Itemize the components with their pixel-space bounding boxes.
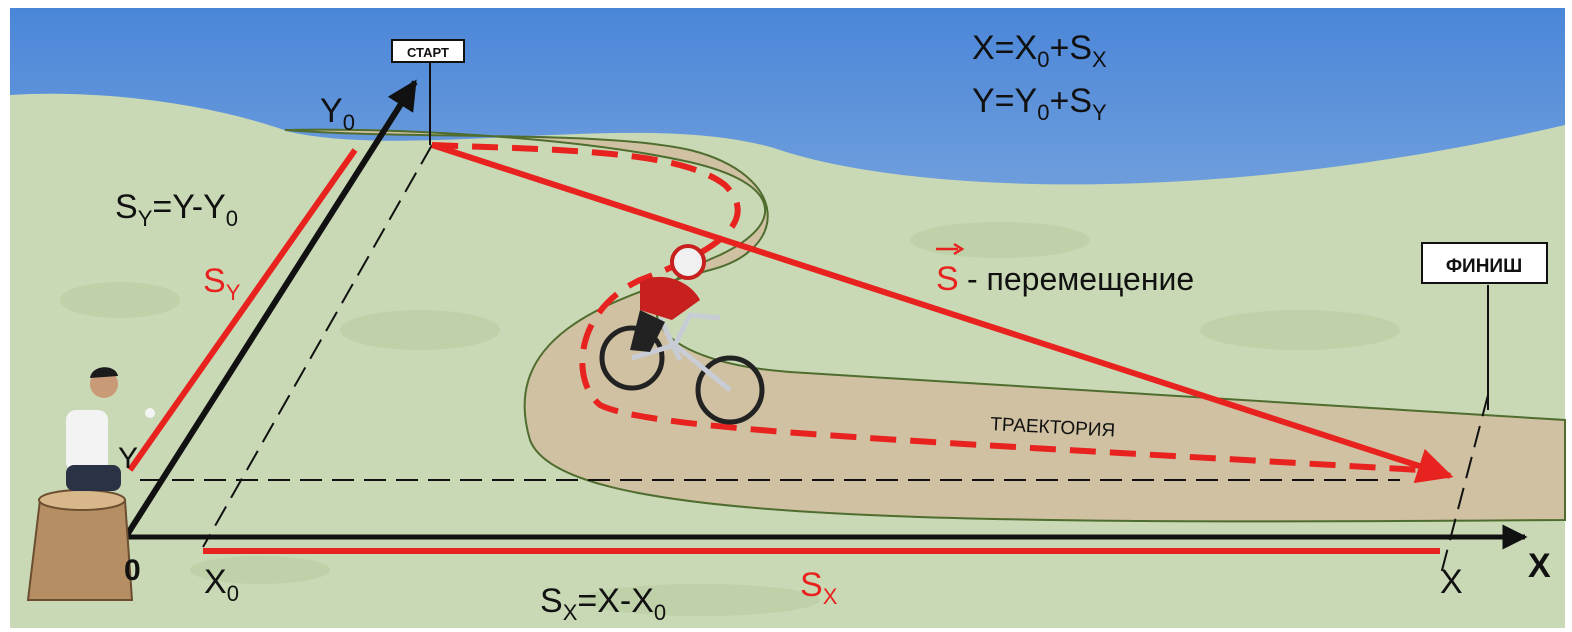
formula-y: Y=Y0+SY <box>972 82 1107 125</box>
displacement-vector <box>431 142 1454 484</box>
x-point-label: X <box>1440 563 1463 601</box>
sy-component <box>127 148 358 472</box>
sx-label: SX <box>800 566 838 609</box>
start-marker: СТАРТ <box>391 39 465 145</box>
projection-lines <box>140 144 1489 579</box>
components <box>127 148 1440 554</box>
observer-figure <box>26 367 155 601</box>
cyclist-figure <box>599 244 765 425</box>
finish-label: ФИНИШ <box>1446 256 1522 277</box>
displacement-symbol: S <box>936 260 959 298</box>
grass-field <box>10 93 1565 629</box>
y0-label: Y0 <box>320 92 355 135</box>
trajectory-path <box>431 142 1421 473</box>
origin-label: 0 <box>124 554 141 587</box>
road <box>284 128 1566 523</box>
formula-x: X=X0+SX <box>972 29 1107 72</box>
sy-label: SY <box>203 262 241 305</box>
y-axis <box>89 79 418 592</box>
y-point-label: Y <box>118 442 138 475</box>
formula-sx: SX=X-X0 <box>540 582 666 625</box>
displacement-text: - перемещение <box>967 261 1194 297</box>
grass-texture <box>60 222 1400 616</box>
finish-marker: ФИНИШ <box>1421 242 1548 410</box>
start-label: СТАРТ <box>407 45 449 60</box>
formula-sy: SY=Y-Y0 <box>115 188 238 231</box>
x-axis-label: X <box>1528 547 1551 585</box>
x0-label: X0 <box>204 563 239 606</box>
displacement-label: S - перемещение <box>936 242 1194 298</box>
axes <box>65 79 1528 592</box>
